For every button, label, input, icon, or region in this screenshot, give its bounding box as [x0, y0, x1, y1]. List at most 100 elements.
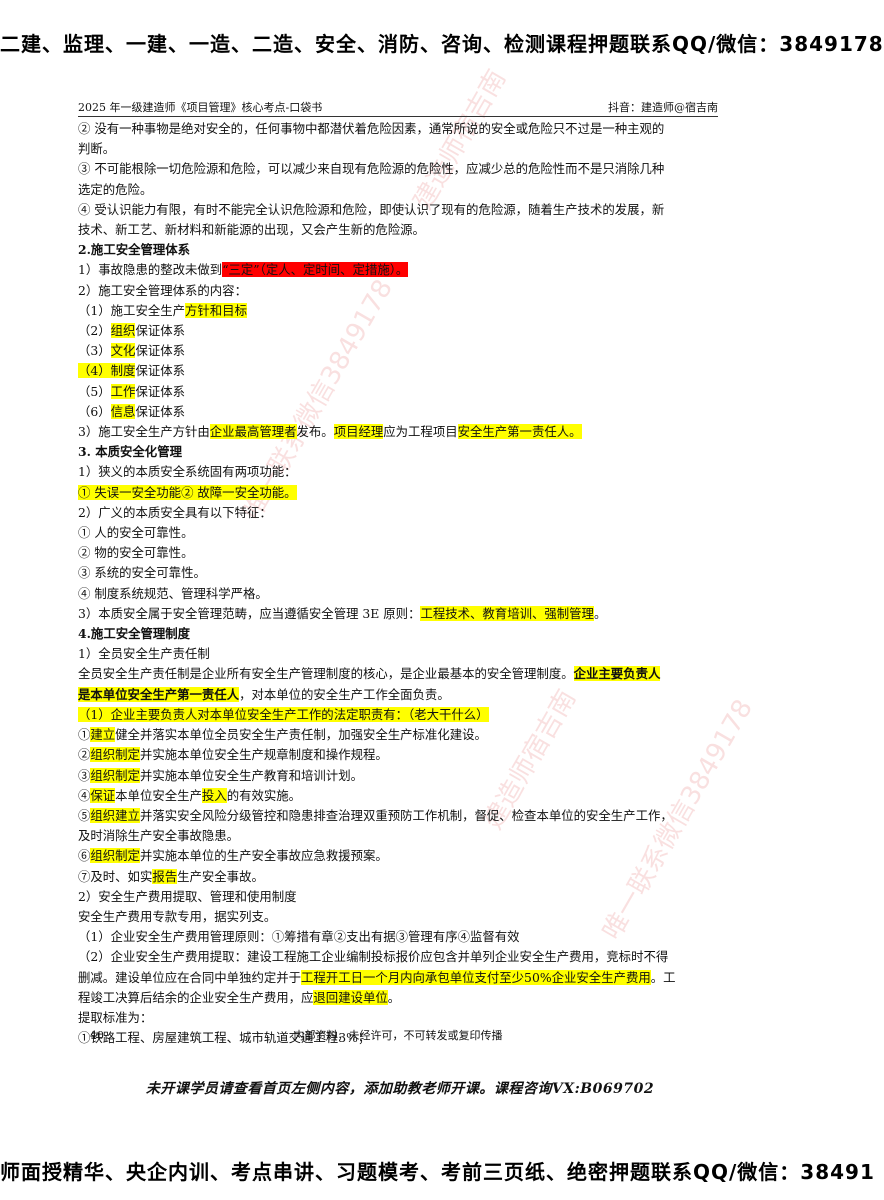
highlight: 组织制定 — [90, 848, 140, 864]
text-span: 本单位安全生产 — [115, 787, 202, 803]
text-line: 2）施工安全管理体系的内容： — [78, 282, 247, 298]
text-span: （1）施工安全生产 — [78, 302, 186, 318]
highlight: 方针和目标 — [185, 302, 247, 318]
section-heading: 3. 本质安全化管理 — [78, 444, 182, 460]
text-line: ④ 受认识能力有限，有时不能完全认识危险源和危险，即使认识了现有的危险源，随着生… — [78, 201, 665, 217]
page-header: 2025 年一级建造师《项目管理》核心考点-口袋书 抖音：建造师@宿吉南 — [78, 100, 718, 117]
page-number: 40 — [90, 1029, 104, 1042]
text-line: ⑦及时、如实报告生产安全事故。 — [78, 867, 718, 887]
text-span: 保证体系 — [135, 343, 186, 359]
text-line: 安全生产费用专款专用，据实列支。 — [78, 908, 277, 924]
highlight: （1）企业主要负责人对本单位安全生产工作的法定职责有：（老大干什么） — [78, 706, 489, 722]
text-line: ② 没有一种事物是绝对安全的，任何事物中都潜伏着危险因素，通常所说的安全或危险只… — [78, 121, 665, 136]
section-heading: 4.施工安全管理制度 — [78, 626, 191, 642]
text-line: 技术、新工艺、新材料和新能源的出现，又会产生新的危险源。 — [78, 222, 425, 238]
header-title: 2025 年一级建造师《项目管理》核心考点-口袋书 — [78, 101, 323, 114]
text-span: 3）本质安全属于安全管理范畴，应当遵循安全管理 3E 原则： — [78, 605, 421, 621]
text-line: 全员安全生产责任制是企业所有安全生产管理制度的核心，是企业最基本的安全管理制度。… — [78, 664, 718, 684]
text-line: （1）企业主要负责人对本单位安全生产工作的法定职责有：（老大干什么） — [78, 705, 718, 725]
text-line: ③组织制定并实施本单位安全生产教育和培训计划。 — [78, 766, 718, 786]
text-span: 全员安全生产责任制是企业所有安全生产管理制度的核心，是企业最基本的安全管理制度。 — [78, 666, 574, 682]
highlight: ① 失误一安全功能② 故障一安全功能。 — [78, 484, 297, 500]
text-span: 保证体系 — [135, 363, 186, 379]
text-line: 是本单位安全生产第一责任人，对本单位的安全生产工作全面负责。 — [78, 685, 718, 705]
text-line: （1）施工安全生产方针和目标 — [78, 301, 718, 321]
highlight: 退回建设单位 — [313, 989, 388, 1005]
text-line: （6）信息保证体系 — [78, 402, 718, 422]
highlight: 文化 — [110, 343, 136, 359]
text-line: 1）全员安全生产责任制 — [78, 646, 210, 662]
bottom-ad-banner: 师面授精华、央企内训、考点串讲、习题模考、考前三页纸、绝密押题联系QQ/微信：3… — [0, 1160, 875, 1184]
text-span: 。 — [593, 605, 607, 621]
text-span: 生产安全事故。 — [177, 868, 264, 884]
text-line: （1）企业安全生产费用管理原则：①筹措有章②支出有据③管理有序④监督有效 — [78, 929, 520, 945]
text-span: 1）事故隐患的整改未做到 — [78, 262, 223, 278]
text-span: 保证体系 — [135, 383, 186, 399]
highlight: 是本单位安全生产第一责任人 — [78, 686, 240, 702]
course-notice: 未开课学员请查看首页左侧内容，添加助教老师开课。课程咨询VX:B069702 — [145, 1081, 655, 1097]
text-line: 提取标准为： — [78, 1009, 153, 1025]
text-line: ②组织制定并实施本单位安全生产规章制度和操作规程。 — [78, 745, 718, 765]
section-heading: 2.施工安全管理体系 — [78, 242, 191, 258]
text-line: 选定的危险。 — [78, 181, 153, 197]
text-line: 3）本质安全属于安全管理范畴，应当遵循安全管理 3E 原则：工程技术、教育培训、… — [78, 604, 718, 624]
text-span: 3）施工安全生产方针由 — [78, 424, 210, 440]
text-span: ① — [78, 727, 91, 743]
text-line: ② 物的安全可靠性。 — [78, 545, 194, 561]
text-line: 判断。 — [78, 141, 116, 157]
text-line: （2）企业安全生产费用提取：建设工程施工企业编制投标报价应包含并单列企业安全生产… — [78, 949, 669, 965]
text-line: 及时消除生产安全事故隐患。 — [78, 828, 240, 844]
highlight: 项目经理 — [333, 424, 384, 440]
text-span: 保证体系 — [135, 403, 186, 419]
highlight: （4）制度 — [78, 363, 136, 379]
highlight: 组织建立 — [90, 807, 140, 823]
text-span: ，对本单位的安全生产工作全面负责。 — [239, 686, 450, 702]
text-span: ⑤ — [78, 807, 91, 823]
text-span: 保证体系 — [135, 323, 186, 339]
text-line: ① 人的安全可靠性。 — [78, 525, 194, 541]
text-line: 程竣工决算后结余的企业安全生产费用，应退回建设单位。 — [78, 988, 718, 1008]
text-line: （5）工作保证体系 — [78, 382, 718, 402]
text-line: 3）施工安全生产方针由企业最高管理者发布。项目经理应为工程项目安全生产第一责任人… — [78, 422, 718, 442]
text-span: 应为工程项目 — [383, 424, 458, 440]
text-span: 并实施本单位安全生产规章制度和操作规程。 — [139, 747, 388, 763]
text-line: ⑤组织建立并落实安全风险分级管控和隐患排查治理双重预防工作机制，督促、检查本单位… — [78, 806, 718, 826]
text-line: 2）广义的本质安全具有以下特征： — [78, 504, 272, 520]
footer-text: 内部资料，未经许可，不可转发或复印传播 — [293, 1029, 503, 1042]
highlight: 组织 — [110, 323, 136, 339]
text-span: ② — [78, 747, 91, 763]
text-span: 。 — [387, 989, 401, 1005]
highlight: 报告 — [152, 868, 178, 884]
document-page: 2025 年一级建造师《项目管理》核心考点-口袋书 抖音：建造师@宿吉南 ② 没… — [78, 100, 718, 1060]
text-line: 2）安全生产费用提取、管理和使用制度 — [78, 888, 297, 904]
highlight: 企业主要负责人 — [573, 666, 661, 682]
text-span: 删减。建设单位应在合同中单独约定并于 — [78, 969, 302, 985]
text-span: 并实施本单位的生产安全事故应急救援预案。 — [139, 848, 388, 864]
text-span: ⑥ — [78, 848, 91, 864]
text-span: （5） — [78, 383, 111, 399]
highlight: 工程开工日一个月内向承包单位支付至少50%企业安全生产费用 — [301, 969, 651, 985]
page-footer: 40 内部资料，未经许可，不可转发或复印传播 — [78, 1028, 718, 1044]
header-author: 抖音：建造师@宿吉南 — [608, 101, 718, 114]
text-line: ⑥组织制定并实施本单位的生产安全事故应急救援预案。 — [78, 846, 718, 866]
text-line: ①铁路工程、房屋建筑工程、城市轨道交通工程3%； — [78, 1030, 371, 1046]
highlight: 保证 — [90, 787, 116, 803]
text-line: ①建立健全并落实本单位全员安全生产责任制，加强安全生产标准化建设。 — [78, 725, 718, 745]
text-line: ④保证本单位安全生产投入的有效实施。 — [78, 786, 718, 806]
text-span: （6） — [78, 403, 111, 419]
highlight: 工作 — [110, 383, 136, 399]
highlight: 企业最高管理者 — [209, 424, 297, 440]
text-span: 程竣工决算后结余的企业安全生产费用，应 — [78, 989, 314, 1005]
highlight: 建立 — [90, 727, 116, 743]
text-line: （3）文化保证体系 — [78, 341, 718, 361]
text-span: （2） — [78, 323, 111, 339]
text-span: 。工 — [650, 969, 676, 985]
text-line: （2）组织保证体系 — [78, 321, 718, 341]
text-line: （4）制度保证体系 — [78, 361, 718, 381]
text-span: ⑦及时、如实 — [78, 868, 153, 884]
highlight: 投入 — [201, 787, 227, 803]
highlight: 安全生产第一责任人。 — [457, 424, 582, 440]
highlight: 组织制定 — [90, 767, 140, 783]
highlight-red: “三定”（定人、定时间、定措施）。 — [222, 262, 409, 278]
text-span: 的有效实施。 — [226, 787, 302, 803]
